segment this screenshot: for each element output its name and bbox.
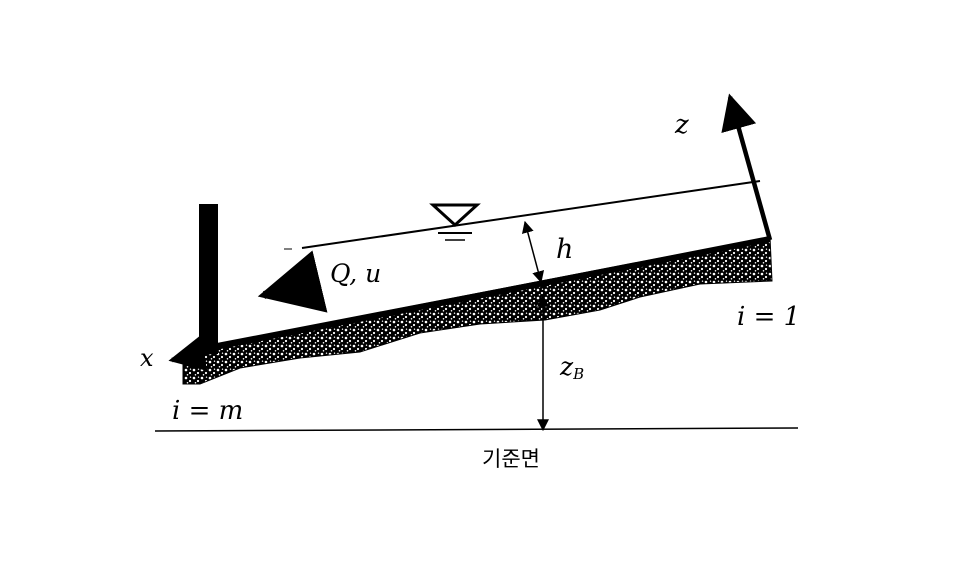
- bed-elevation-main: z: [559, 352, 574, 381]
- z-axis-label: z: [674, 110, 689, 140]
- x-axis-label: x: [140, 344, 154, 372]
- bed-elevation-label: zB: [559, 352, 584, 383]
- x-axis-arrow: [168, 335, 216, 371]
- channel-bed: [182, 236, 773, 385]
- downstream-wall: [199, 204, 218, 354]
- water-surface-line: [301, 180, 761, 249]
- z-axis-arrow: [721, 93, 773, 241]
- flow-label: Q, u: [330, 259, 381, 288]
- water-surface-triangle-icon: [429, 203, 481, 241]
- depth-arrow: [521, 220, 545, 284]
- bed-elevation-subscript: B: [572, 365, 584, 383]
- datum-label: 기준면: [482, 447, 540, 471]
- node-last-label: i = m: [172, 396, 243, 426]
- node-first-label: i = 1: [737, 302, 800, 332]
- bed-surface-line: [199, 236, 771, 353]
- datum-line: [154, 427, 799, 432]
- depth-label: h: [556, 234, 573, 265]
- flow-arrow: [257, 250, 328, 313]
